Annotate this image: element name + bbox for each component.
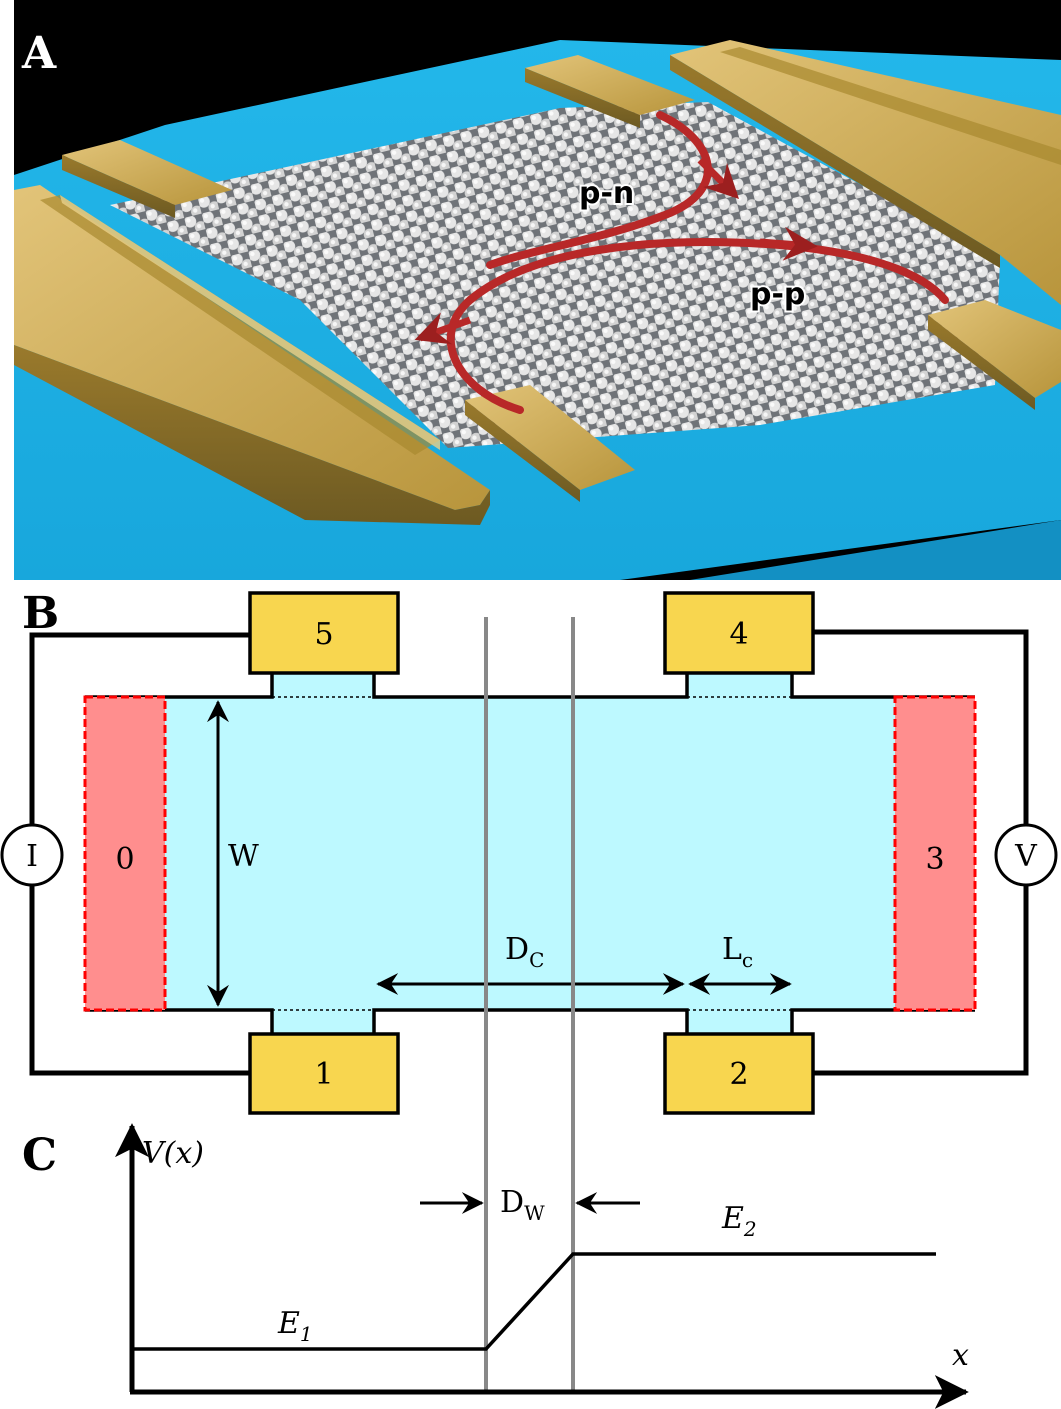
left-large-electrode bbox=[14, 185, 490, 525]
side-contact-3 bbox=[893, 695, 977, 1012]
contact-0-label: 0 bbox=[115, 842, 134, 877]
contact-pad-right bbox=[928, 300, 1061, 410]
panel-b-label: B bbox=[22, 588, 59, 639]
pn-label: p-n bbox=[579, 176, 634, 211]
potential-profile bbox=[132, 1252, 936, 1351]
current-meter-label: I bbox=[26, 839, 38, 874]
panel-a-label: A bbox=[21, 28, 57, 79]
pp-label: p-p bbox=[750, 277, 805, 312]
contact-2 bbox=[663, 1032, 815, 1115]
width-label: W bbox=[228, 839, 259, 874]
substrate-front bbox=[690, 520, 1061, 580]
right-large-electrode bbox=[670, 40, 1061, 305]
contact-interface-dots bbox=[272, 696, 792, 1011]
voltage-meter bbox=[994, 823, 1058, 887]
contact-5-label: 5 bbox=[314, 617, 333, 652]
contact-1 bbox=[248, 1032, 400, 1115]
contact-1-label: 1 bbox=[314, 1057, 333, 1092]
panel-c-label: C bbox=[22, 1130, 57, 1181]
pp-trajectory bbox=[446, 238, 949, 414]
contact-pad-top-right bbox=[525, 55, 695, 128]
dw-label: DW bbox=[500, 1185, 545, 1225]
voltage-meter-label: V bbox=[1014, 839, 1038, 874]
side-contact-0 bbox=[83, 695, 167, 1012]
dc-label: DC bbox=[505, 932, 544, 972]
pn-trajectory bbox=[486, 111, 712, 269]
current-meter bbox=[0, 823, 64, 887]
contact-2-label: 2 bbox=[729, 1057, 748, 1092]
atomic-lattice bbox=[110, 102, 1000, 448]
panel-a: p-n p-p A bbox=[14, 0, 1061, 580]
contact-5 bbox=[248, 591, 400, 675]
y-axis-label: V(x) bbox=[142, 1136, 204, 1171]
lc-label: Lc bbox=[722, 932, 753, 972]
pn-arrowhead bbox=[697, 157, 740, 200]
contact-3-label: 3 bbox=[925, 842, 944, 877]
contact-4 bbox=[663, 591, 815, 675]
pp-arrowhead-left bbox=[414, 312, 472, 345]
channel-region bbox=[85, 672, 975, 1035]
contact-pad-top-left bbox=[62, 140, 232, 218]
panel-c: C V(x) x E1 E2 DW bbox=[22, 1123, 969, 1409]
e1-label: E1 bbox=[277, 1306, 313, 1346]
contact-4-label: 4 bbox=[729, 617, 748, 652]
contact-pad-bottom bbox=[465, 385, 635, 502]
panel-b: B 0 3 5 4 1 2 I V W DC bbox=[0, 588, 1058, 1115]
e2-label: E2 bbox=[721, 1201, 757, 1241]
pp-arrowhead-right bbox=[759, 226, 818, 261]
x-axis-label: x bbox=[952, 1338, 969, 1373]
